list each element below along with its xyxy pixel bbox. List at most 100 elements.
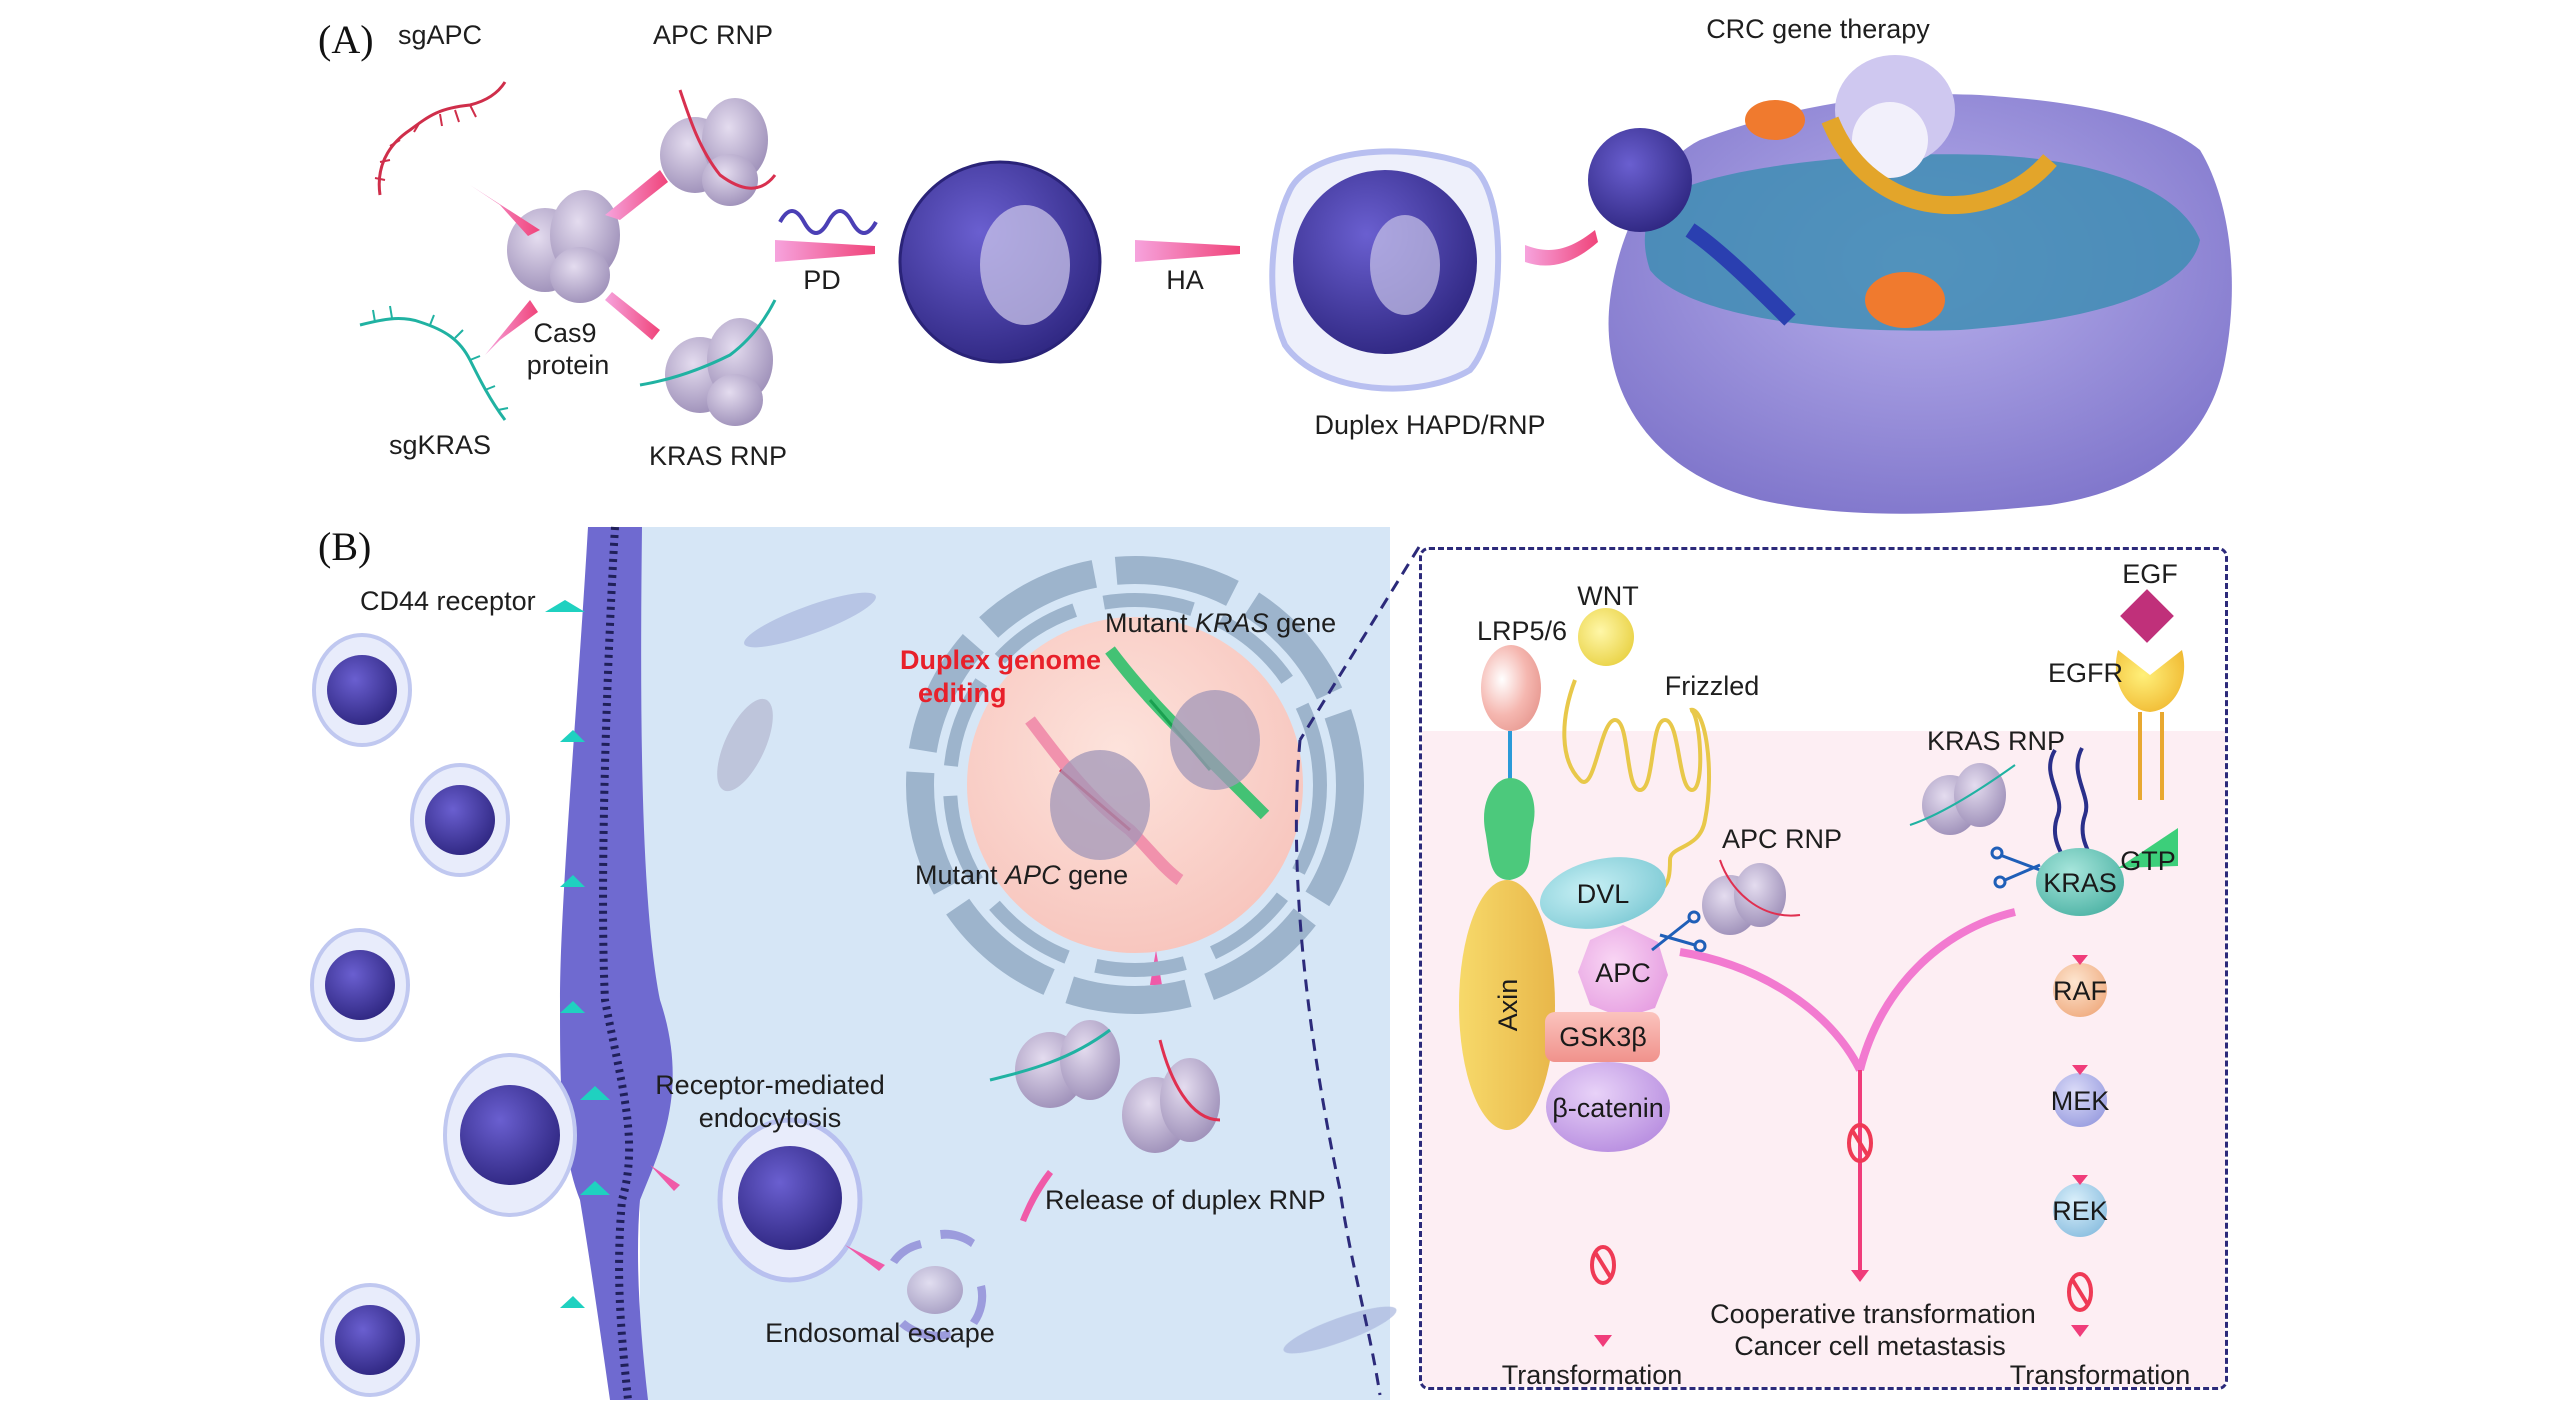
cd44-receptor-icon (560, 1296, 585, 1308)
panel-b-arrows (650, 950, 1162, 1271)
kras-node (2036, 848, 2124, 916)
receptor-mediated-label-line1: Receptor-mediated (655, 1070, 885, 1100)
cd44-receptor-icon (560, 1001, 585, 1013)
frizzled-receptor-icon (1562, 679, 1711, 892)
release-duplex-rnp-label: Release of duplex RNP (1045, 1185, 1326, 1215)
panel-a-arrows (470, 170, 1598, 355)
cooperative-transformation-label: Cooperative transformation (1710, 1299, 2036, 1329)
transformation-right-label: Transformation (2009, 1360, 2191, 1390)
arrow-to-escape (845, 1245, 885, 1271)
transformation-left-label: Transformation (1501, 1360, 1683, 1390)
convergence-curve-left (1679, 948, 1864, 1072)
pd-rnp-nanoparticle-icon (898, 160, 1102, 364)
mutant-apc-gene-label: Mutant APC gene (915, 862, 1128, 889)
ha-label: HA (1166, 265, 1204, 295)
sgkras-label: sgKRAS (388, 430, 492, 460)
gsk3b-node (1545, 1012, 1660, 1062)
apc-rnp-pathway-label: APC RNP (1722, 824, 1843, 854)
endosomal-escape-label: Endosomal escape (765, 1318, 995, 1348)
inhibit-icon (2067, 1272, 2093, 1312)
mutant-apc-gene-name: APC (1005, 860, 1061, 890)
kras-rnp-icon (639, 299, 777, 426)
raf-label: RAF (2053, 976, 2107, 1006)
arrow-to-cell (1525, 230, 1598, 266)
crc-cell-icon (1588, 55, 2232, 514)
nanoparticle-icon (443, 1053, 577, 1217)
zoom-line-top (1298, 546, 1421, 741)
convergence-arrowhead (1851, 1270, 1869, 1282)
lrp-intracellular-domain (1484, 778, 1535, 880)
cd44-receptor-label: CD44 receptor (360, 586, 536, 616)
cd44-receptor-icon (560, 730, 585, 742)
frizzled-label: Frizzled (1664, 671, 1760, 701)
beta-catenin-label: β-catenin (1552, 1093, 1664, 1123)
pd-polymer-icon (778, 209, 878, 235)
dvl-label: DVL (1577, 879, 1630, 909)
scissors-icon (1990, 846, 2041, 889)
gtp-label: GTP (2120, 846, 2176, 876)
wnt-ligand-icon (1578, 608, 1634, 666)
endosomal-escape-icon (890, 1229, 987, 1340)
sgapc-label: sgAPC (398, 20, 483, 50)
arrow-cas9-to-apc-rnp (605, 170, 668, 220)
cd44-receptor-icon (545, 600, 585, 612)
lrp-label: LRP5/6 (1476, 616, 1568, 646)
cd44-receptor-icons (545, 600, 610, 1308)
egf-label: EGF (2122, 559, 2178, 589)
kras-membrane-anchor (2075, 747, 2092, 856)
mutant-kras-prefix: Mutant (1105, 608, 1196, 638)
arrow-to-endosome (650, 1165, 680, 1191)
apc-rnp-icon (660, 89, 777, 206)
wnt-label: WNT (1577, 581, 1639, 611)
duplex-genome-editing-label-line1: Duplex genome (900, 645, 1102, 675)
inhibit-icon (1847, 1123, 1873, 1163)
dvl-node (1540, 857, 1666, 929)
kras-rnp-icon (1909, 763, 2016, 835)
egf-ligand-icon (2120, 589, 2174, 643)
released-rnp-icons (989, 1020, 1221, 1153)
mek-label: MEK (2051, 1086, 2110, 1116)
panel-b-label: (B) (318, 524, 372, 569)
kras-rnp-pathway-label: KRAS RNP (1927, 726, 2066, 756)
egfr-label: EGFR (2048, 658, 2124, 688)
rek-label: REK (2052, 1196, 2108, 1226)
beta-catenin-node (1546, 1062, 1670, 1152)
apc-node-label: APC (1595, 958, 1651, 988)
mek-node (2053, 1073, 2107, 1127)
panel-a-label: (A) (318, 17, 374, 62)
apc-rnp-label: APC RNP (653, 20, 774, 50)
sgapc-rna-icon (374, 81, 507, 196)
nanoparticle-icon (312, 633, 412, 747)
apc-rnp-icon (1702, 859, 1801, 935)
mutant-apc-prefix: Mutant (915, 860, 1006, 890)
organelles (717, 592, 1397, 1354)
scissors-icon (1651, 910, 1707, 953)
cancer-metastasis-label: Cancer cell metastasis (1734, 1331, 2006, 1361)
arrow-ha (1135, 240, 1240, 262)
zoom-line-bottom (1294, 739, 1382, 1396)
gsk3b-label: GSK3β (1559, 1022, 1647, 1052)
axin-label: Axin (1493, 979, 1523, 1032)
axin-node (1459, 880, 1555, 1130)
duplex-hapd-rnp-label: Duplex HAPD/RNP (1314, 410, 1546, 440)
kras-membrane-anchor (2048, 748, 2064, 856)
cas9-label-line1: Cas9 (533, 318, 597, 348)
endosome-icon (717, 1117, 863, 1283)
duplex-genome-editing-label-line2: editing (918, 678, 1007, 708)
nanoparticle-icon (310, 928, 410, 1042)
cell-membrane (560, 526, 673, 1401)
lrp-receptor-icon (1481, 645, 1541, 731)
gtp-icon (2118, 828, 2178, 868)
cas9-label-line2: protein (526, 350, 610, 380)
nanoparticle-icon (410, 763, 510, 877)
rek-node (2053, 1183, 2107, 1237)
kras-rnp-label: KRAS RNP (648, 441, 788, 471)
mutant-apc-suffix: gene (1060, 860, 1129, 890)
mutant-kras-gene-label: Mutant KRAS gene (1105, 610, 1336, 637)
mapk-arrowheads (2071, 955, 2089, 1337)
cd44-receptor-icon (560, 875, 585, 887)
arrow-cas9-to-kras-rnp (605, 292, 660, 340)
arrow-release (1020, 1170, 1053, 1222)
